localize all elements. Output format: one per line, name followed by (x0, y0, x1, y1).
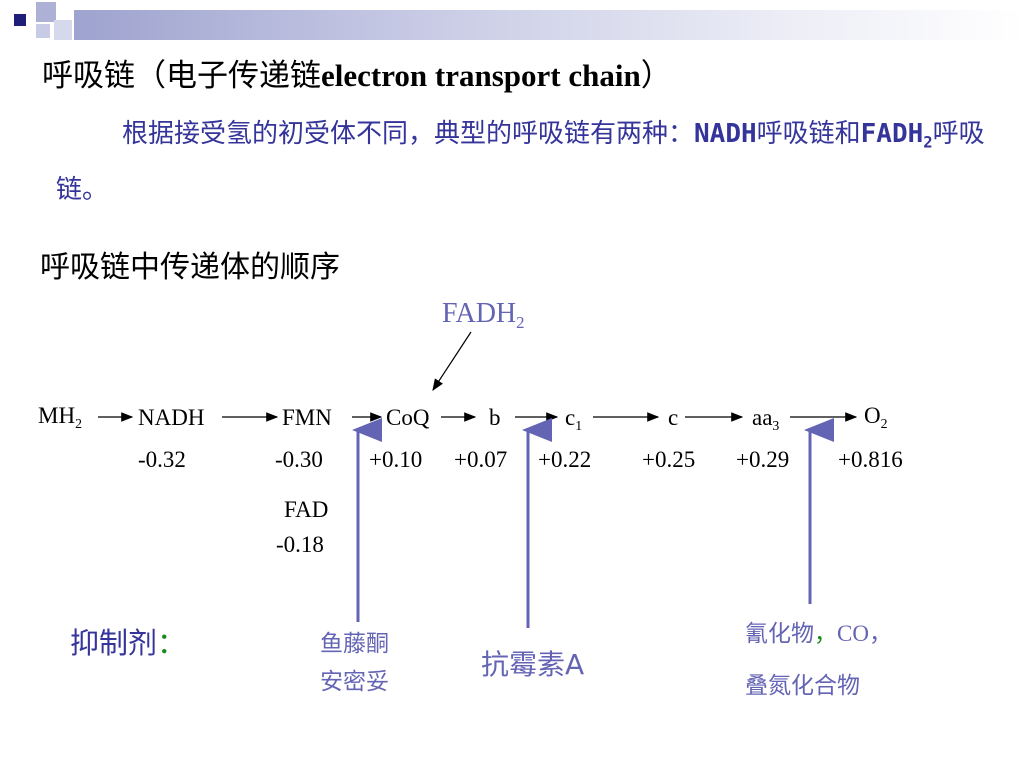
inhibitor-azide: 叠氮化合物 (745, 673, 860, 699)
carrier-fad: FAD (284, 497, 329, 522)
carrier-nadh: NADH (138, 405, 205, 430)
deco-square-light (36, 2, 56, 22)
intro-paragraph: 根据接受氢的初受体不同，典型的呼吸链有两种：NADH呼吸链和FADH2呼吸链。 (56, 119, 985, 206)
carrier-c: c (668, 405, 679, 430)
section-heading: 呼吸链中传递体的顺序 (40, 250, 340, 285)
potential-o2: +0.816 (838, 447, 903, 472)
carrier-c1: c1 (565, 405, 583, 433)
arrow-fadh2-coq (432, 331, 472, 392)
inhibitor-rotenone: 鱼藤酮 (320, 631, 389, 657)
fadh2-label: FADH2 (442, 298, 525, 332)
carrier-mh2: MH2 (38, 403, 82, 431)
potential-b: +0.07 (454, 447, 508, 472)
carrier-fmn: FMN (282, 405, 332, 430)
inhibitor-antimycin: 抗霉素A (481, 648, 585, 681)
potential-aa3: +0.29 (736, 447, 790, 472)
carrier-coq: CoQ (386, 405, 430, 430)
inhibitor-label: 抑制剂： (70, 626, 187, 660)
carrier-aa3: aa3 (752, 405, 780, 433)
carrier-o2: O2 (864, 403, 888, 431)
inhibitor-cyanide-co: 氰化物，CO， (745, 621, 892, 647)
deco-square-mid (36, 24, 50, 38)
potential-coq: +0.10 (369, 447, 423, 472)
potential-nadh: -0.32 (138, 447, 186, 472)
slide-title: 呼吸链（电子传递链electron transport chain） (42, 58, 672, 94)
potential-fad: -0.18 (276, 532, 324, 557)
deco-square-pale (54, 20, 72, 40)
potential-fmn: -0.30 (275, 447, 323, 472)
potential-c: +0.25 (642, 447, 696, 472)
potential-c1: +0.22 (538, 447, 592, 472)
header-gradient-band (74, 10, 1024, 40)
inhibitor-amytal: 安密妥 (320, 669, 389, 695)
deco-square-navy (14, 14, 26, 26)
carrier-b: b (489, 405, 501, 430)
